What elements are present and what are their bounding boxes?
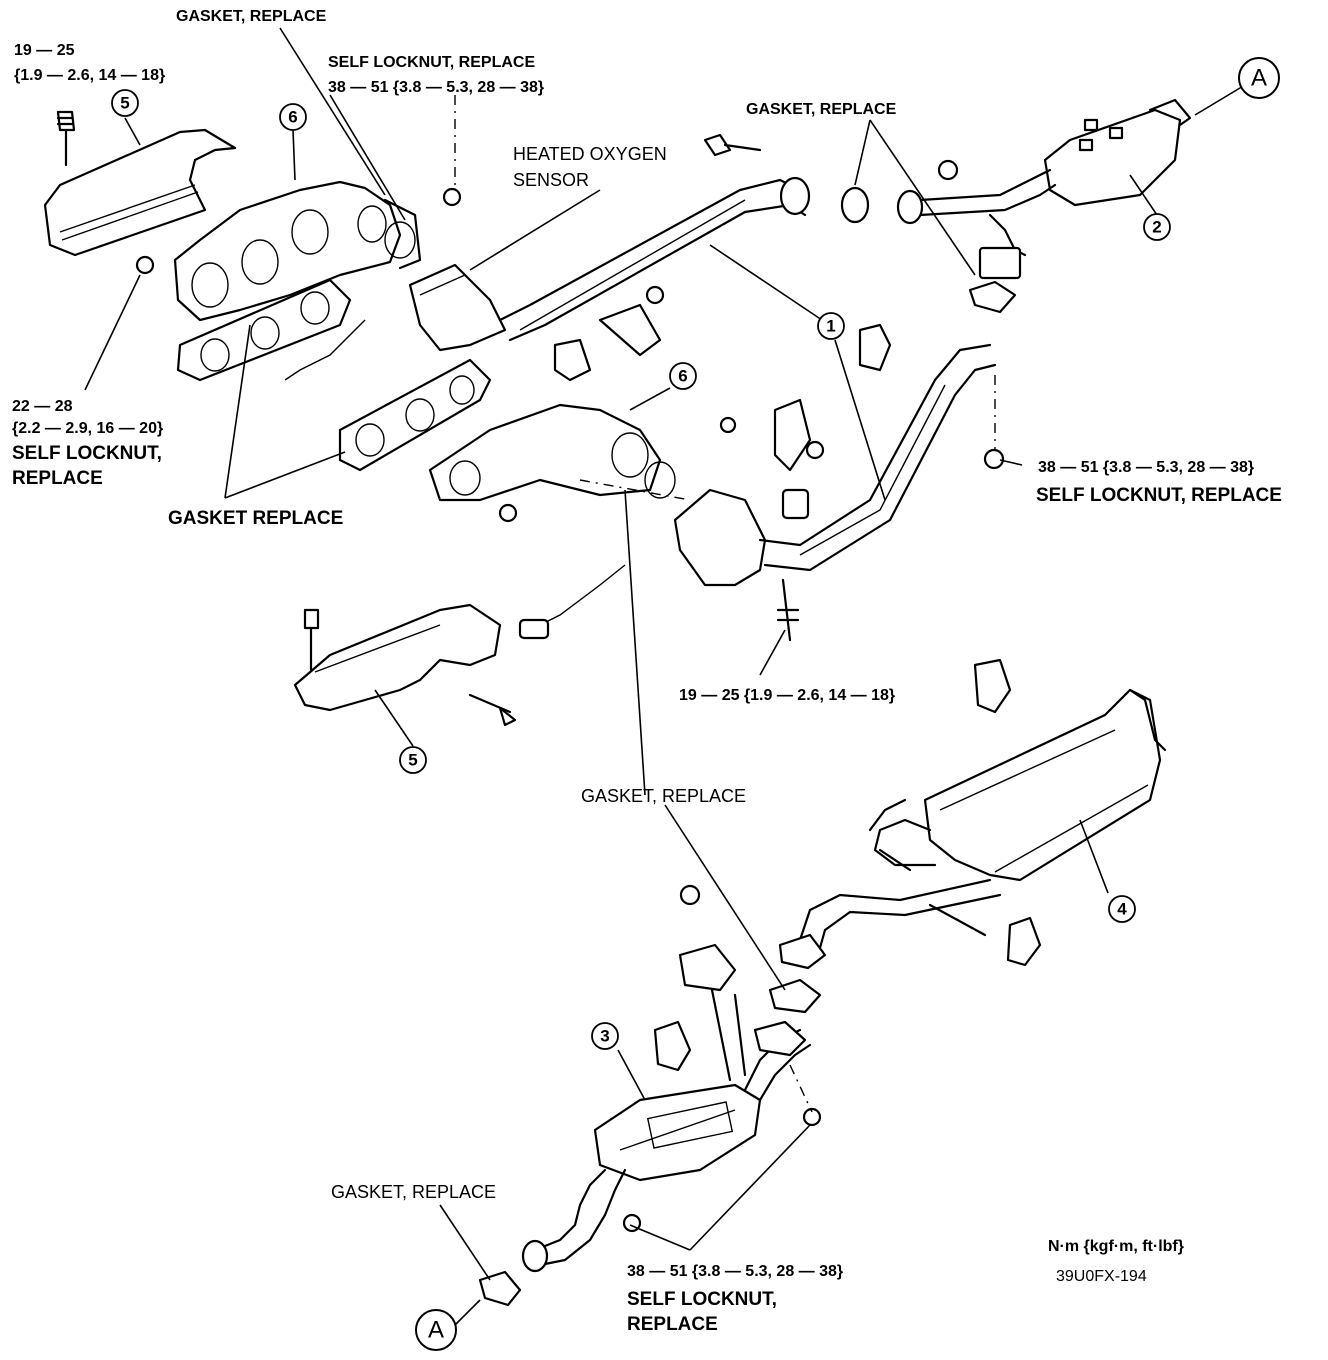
label-figure-code: 39U0FX-194 [1056, 1268, 1147, 1285]
heat-insulator-lower [293, 603, 517, 727]
catalytic-converter [840, 98, 1192, 314]
label-self-locknut-top-2: 38 — 51 {3.8 — 5.3, 28 — 38} [328, 79, 544, 96]
center-muffler [478, 884, 827, 1307]
svg-text:A: A [428, 1317, 444, 1344]
label-gasket-replace-center: GASKET, REPLACE [581, 786, 746, 806]
callout-6-mid: 6 [669, 362, 697, 390]
label-gasket-replace-mid-left: GASKET REPLACE [168, 508, 343, 529]
svg-text:5: 5 [120, 94, 129, 113]
svg-text:A: A [1251, 65, 1267, 92]
svg-text:5: 5 [408, 751, 417, 770]
label-unit-note: N·m {kgf·m, ft·lbf} [1048, 1238, 1184, 1255]
label-self-locknut-left-2: REPLACE [12, 468, 103, 489]
exhaust-manifold-lower [428, 403, 676, 502]
svg-text:3: 3 [600, 1027, 609, 1046]
label-heated-oxygen-2: SENSOR [513, 170, 589, 190]
label-torque-left-1: 22 — 28 [12, 398, 73, 415]
label-torque-right-mid: 38 — 51 {3.8 — 5.3, 28 — 38} [1038, 459, 1254, 476]
callout-6-top: 6 [279, 103, 307, 131]
callout-5-bottom: 5 [399, 746, 427, 774]
label-torque-left-2: {2.2 — 2.9, 16 — 20} [12, 420, 163, 437]
label-gasket-replace-bottom: GASKET, REPLACE [331, 1182, 496, 1202]
heat-insulator-upper [43, 110, 237, 257]
front-catalyst-upper [408, 263, 507, 352]
callout-5-top: 5 [111, 89, 139, 117]
callout-3: 3 [591, 1022, 619, 1050]
manifold-gasket-upper [176, 278, 352, 382]
label-self-locknut-left-1: SELF LOCKNUT, [12, 443, 162, 464]
callout-2: 2 [1143, 213, 1171, 241]
main-muffler [798, 658, 1167, 967]
svg-text:6: 6 [678, 367, 687, 386]
front-pipe [498, 176, 997, 572]
svg-text:6: 6 [288, 108, 297, 127]
front-catalyst-lower [673, 488, 767, 587]
exhaust-manifold-upper [173, 180, 422, 322]
svg-text:2: 2 [1152, 218, 1161, 237]
label-torque-center: 19 — 25 {1.9 — 2.6, 14 — 18} [679, 687, 895, 704]
callout-4: 4 [1108, 895, 1136, 923]
leader-lines [84, 27, 1246, 1326]
label-torque-top-left-1: 19 — 25 [14, 42, 75, 59]
svg-text:1: 1 [826, 317, 835, 336]
label-torque-bottom: 38 — 51 {3.8 — 5.3, 28 — 38} [627, 1263, 843, 1280]
connector-a-top: A [1238, 57, 1280, 99]
hardware-items [135, 133, 1005, 642]
manifold-gasket-lower [338, 358, 492, 472]
label-torque-top-left-2: {1.9 — 2.6, 14 — 18} [14, 67, 165, 84]
label-self-locknut-right-mid: SELF LOCKNUT, REPLACE [1036, 485, 1282, 506]
callout-1: 1 [817, 312, 845, 340]
label-self-locknut-bottom-1: SELF LOCKNUT, [627, 1289, 777, 1310]
label-heated-oxygen-1: HEATED OXYGEN [513, 144, 667, 164]
label-self-locknut-top-1: SELF LOCKNUT, REPLACE [328, 54, 535, 71]
label-self-locknut-bottom-2: REPLACE [627, 1314, 718, 1335]
label-gasket-replace-upper-right: GASKET, REPLACE [746, 101, 897, 118]
label-gasket-replace-top: GASKET, REPLACE [176, 8, 327, 25]
oxygen-sensor-wires [284, 319, 626, 640]
svg-text:4: 4 [1117, 900, 1127, 919]
connector-a-bottom: A [415, 1309, 457, 1351]
